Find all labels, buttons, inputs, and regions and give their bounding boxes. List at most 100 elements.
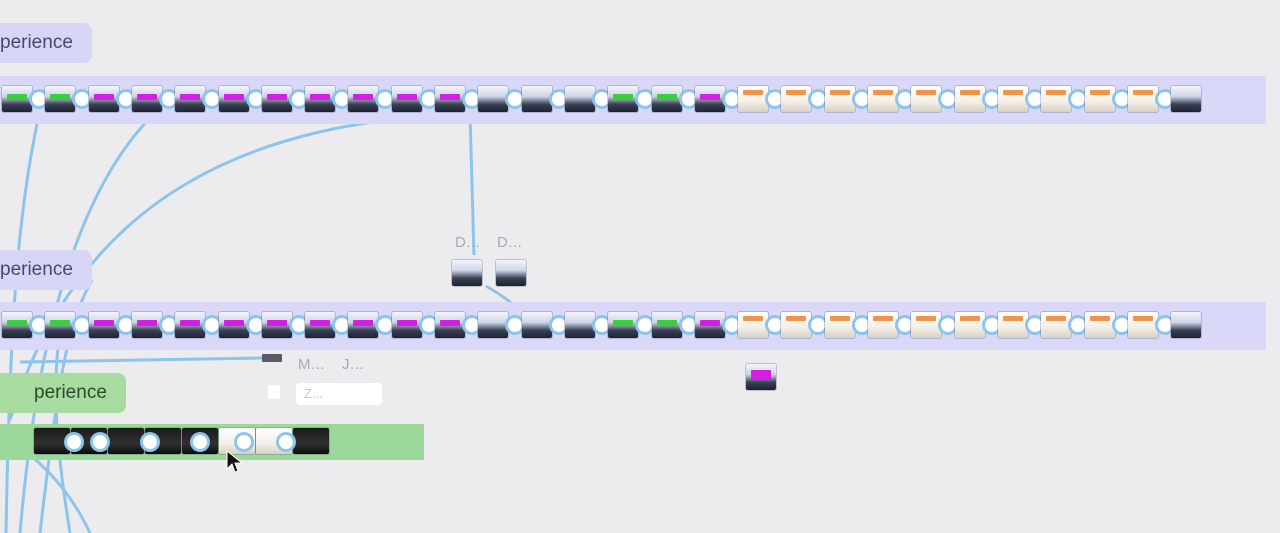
track1-connector-node-24[interactable]	[1028, 92, 1042, 106]
track2-thumb-5[interactable]	[175, 312, 205, 338]
track2-thumb-6[interactable]	[219, 312, 249, 338]
track1-thumb-24[interactable]	[998, 86, 1028, 112]
track2-connector-node-1[interactable]	[32, 318, 46, 332]
track1-connector-node-14[interactable]	[595, 92, 609, 106]
track2-thumb-8[interactable]	[305, 312, 335, 338]
track1-thumb-27[interactable]	[1128, 86, 1158, 112]
track2-thumb-19[interactable]	[781, 312, 811, 338]
track1-connector-node-12[interactable]	[508, 92, 522, 106]
track-2[interactable]	[0, 302, 1266, 350]
track2-connector-node-24[interactable]	[1028, 318, 1042, 332]
track2-thumb-18[interactable]	[738, 312, 768, 338]
track1-thumb-19[interactable]	[781, 86, 811, 112]
track2-thumb-22[interactable]	[911, 312, 941, 338]
track2-connector-node-17[interactable]	[725, 318, 739, 332]
track1-connector-node-21[interactable]	[898, 92, 912, 106]
track2-thumb-1[interactable]	[2, 312, 32, 338]
track3-thumb-3[interactable]	[108, 428, 144, 454]
track1-thumb-10[interactable]	[392, 86, 422, 112]
track1-thumb-5[interactable]	[175, 86, 205, 112]
track2-connector-node-25[interactable]	[1071, 318, 1085, 332]
track1-connector-node-3[interactable]	[119, 92, 133, 106]
track1-connector-node-23[interactable]	[985, 92, 999, 106]
track1-thumb-26[interactable]	[1085, 86, 1115, 112]
track1-connector-node-4[interactable]	[162, 92, 176, 106]
track1-thumb-18[interactable]	[738, 86, 768, 112]
track2-thumb-9[interactable]	[348, 312, 378, 338]
track2-connector-node-13[interactable]	[552, 318, 566, 332]
track2-connector-node-22[interactable]	[941, 318, 955, 332]
track3-connector-node-4[interactable]	[193, 435, 207, 449]
track2-thumb-12[interactable]	[478, 312, 508, 338]
track1-thumb-4[interactable]	[132, 86, 162, 112]
track1-connector-node-1[interactable]	[32, 92, 46, 106]
track2-thumb-20[interactable]	[825, 312, 855, 338]
track1-connector-node-16[interactable]	[682, 92, 696, 106]
track3-connector-node-2[interactable]	[93, 435, 107, 449]
track2-connector-node-8[interactable]	[335, 318, 349, 332]
track1-connector-node-19[interactable]	[811, 92, 825, 106]
track1-connector-node-17[interactable]	[725, 92, 739, 106]
track2-connector-node-5[interactable]	[205, 318, 219, 332]
track2-thumb-11[interactable]	[435, 312, 465, 338]
track2-connector-node-16[interactable]	[682, 318, 696, 332]
track2-thumb-3[interactable]	[89, 312, 119, 338]
track2-connector-node-23[interactable]	[985, 318, 999, 332]
track1-thumb-17[interactable]	[695, 86, 725, 112]
track2-thumb-16[interactable]	[652, 312, 682, 338]
track2-connector-node-21[interactable]	[898, 318, 912, 332]
track2-thumb-27[interactable]	[1128, 312, 1158, 338]
track1-thumb-25[interactable]	[1041, 86, 1071, 112]
track2-connector-node-9[interactable]	[378, 318, 392, 332]
track1-connector-node-7[interactable]	[292, 92, 306, 106]
track2-connector-node-19[interactable]	[811, 318, 825, 332]
track1-connector-node-13[interactable]	[552, 92, 566, 106]
track1-thumb-12[interactable]	[478, 86, 508, 112]
track1-thumb-22[interactable]	[911, 86, 941, 112]
track2-thumb-25[interactable]	[1041, 312, 1071, 338]
track2-thumb-13[interactable]	[522, 312, 552, 338]
loose-thumb-magenta[interactable]	[746, 364, 776, 390]
track1-connector-node-18[interactable]	[768, 92, 782, 106]
track1-connector-node-8[interactable]	[335, 92, 349, 106]
track2-thumb-17[interactable]	[695, 312, 725, 338]
name-field[interactable]: Z...	[296, 383, 382, 405]
track2-connector-node-27[interactable]	[1158, 318, 1172, 332]
track2-connector-node-10[interactable]	[422, 318, 436, 332]
track3-thumb-8[interactable]	[293, 428, 329, 454]
track1-thumb-28[interactable]	[1171, 86, 1201, 112]
track2-thumb-24[interactable]	[998, 312, 1028, 338]
track1-connector-node-20[interactable]	[855, 92, 869, 106]
track1-connector-node-27[interactable]	[1158, 92, 1172, 106]
track2-thumb-26[interactable]	[1085, 312, 1115, 338]
track1-connector-node-15[interactable]	[638, 92, 652, 106]
track2-connector-node-11[interactable]	[465, 318, 479, 332]
track3-connector-node-6[interactable]	[279, 435, 293, 449]
track2-connector-node-12[interactable]	[508, 318, 522, 332]
track1-connector-node-5[interactable]	[205, 92, 219, 106]
track2-thumb-21[interactable]	[868, 312, 898, 338]
track1-connector-node-22[interactable]	[941, 92, 955, 106]
track-1[interactable]	[0, 76, 1266, 124]
track2-thumb-2[interactable]	[45, 312, 75, 338]
track1-thumb-8[interactable]	[305, 86, 335, 112]
track1-thumb-11[interactable]	[435, 86, 465, 112]
track2-connector-node-4[interactable]	[162, 318, 176, 332]
track2-thumb-10[interactable]	[392, 312, 422, 338]
track2-thumb-7[interactable]	[262, 312, 292, 338]
group-label-2[interactable]: perience	[0, 250, 92, 290]
track1-thumb-3[interactable]	[89, 86, 119, 112]
track1-thumb-2[interactable]	[45, 86, 75, 112]
track1-thumb-1[interactable]	[2, 86, 32, 112]
track2-connector-node-15[interactable]	[638, 318, 652, 332]
mid-thumb-2[interactable]	[496, 260, 526, 286]
track1-connector-node-25[interactable]	[1071, 92, 1085, 106]
track1-thumb-20[interactable]	[825, 86, 855, 112]
track2-thumb-15[interactable]	[608, 312, 638, 338]
track1-thumb-21[interactable]	[868, 86, 898, 112]
track2-connector-node-14[interactable]	[595, 318, 609, 332]
track1-thumb-14[interactable]	[565, 86, 595, 112]
track3-connector-node-5[interactable]	[237, 435, 251, 449]
track1-connector-node-10[interactable]	[422, 92, 436, 106]
